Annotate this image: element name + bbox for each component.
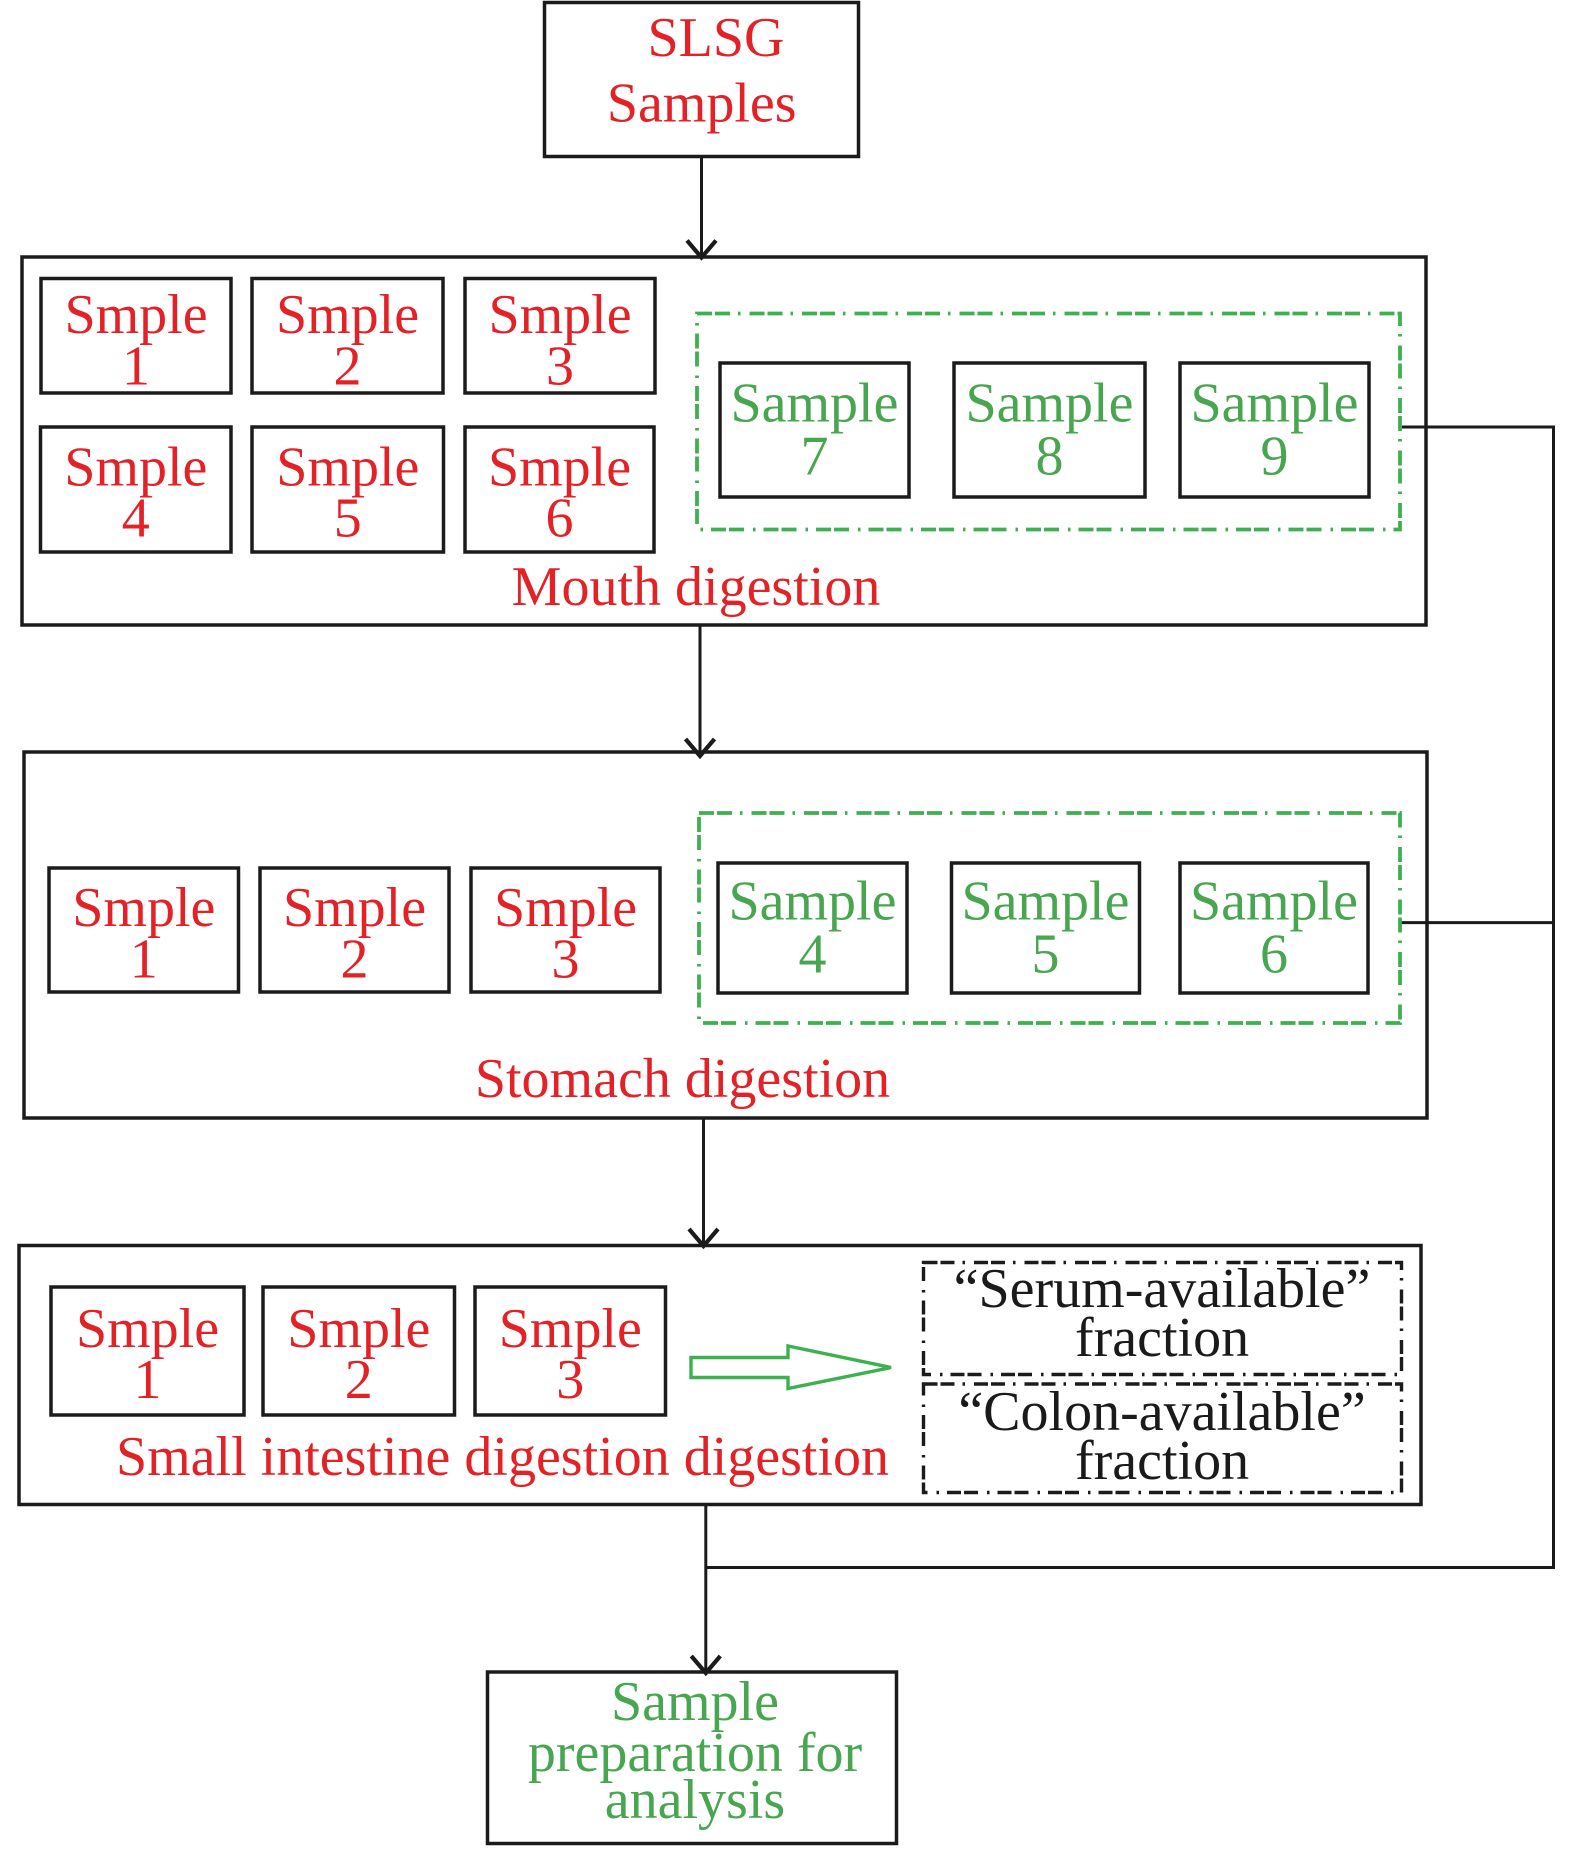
svg-text:Samples: Samples <box>607 72 797 134</box>
svg-text:Smple: Smple <box>494 877 637 939</box>
svg-text:6: 6 <box>546 488 574 550</box>
svg-text:Sample: Sample <box>962 871 1130 933</box>
svg-text:Stomach digestion: Stomach digestion <box>475 1048 890 1110</box>
svg-text:1: 1 <box>130 929 158 991</box>
svg-text:Sample: Sample <box>731 373 899 435</box>
svg-text:Smple: Smple <box>287 1298 430 1360</box>
svg-text:Smple: Smple <box>76 1298 219 1360</box>
svg-text:Smple: Smple <box>276 437 419 499</box>
svg-text:“Serum-available”: “Serum-available” <box>954 1258 1371 1320</box>
svg-text:4: 4 <box>799 924 827 986</box>
svg-text:Smple: Smple <box>499 1298 642 1360</box>
svg-text:2: 2 <box>334 336 362 398</box>
svg-text:fraction: fraction <box>1075 1430 1249 1492</box>
svg-text:3: 3 <box>552 929 580 991</box>
svg-text:5: 5 <box>1032 924 1060 986</box>
svg-text:Smple: Smple <box>276 284 419 346</box>
svg-text:8: 8 <box>1036 426 1064 488</box>
svg-text:6: 6 <box>1260 924 1288 986</box>
svg-text:Sample: Sample <box>1190 871 1358 933</box>
svg-text:Sample: Sample <box>966 373 1134 435</box>
svg-text:Mouth digestion: Mouth digestion <box>512 556 881 618</box>
svg-text:5: 5 <box>334 488 362 550</box>
svg-text:Smple: Smple <box>64 284 207 346</box>
svg-text:3: 3 <box>556 1349 584 1411</box>
svg-text:Smple: Smple <box>64 437 207 499</box>
svg-text:Sample: Sample <box>1191 373 1359 435</box>
svg-text:3: 3 <box>546 336 574 398</box>
svg-text:7: 7 <box>801 426 829 488</box>
svg-text:fraction: fraction <box>1075 1307 1249 1369</box>
svg-text:2: 2 <box>345 1349 373 1411</box>
svg-text:analysis: analysis <box>605 1769 785 1831</box>
svg-text:SLSG: SLSG <box>648 7 785 69</box>
svg-text:Sample: Sample <box>611 1671 779 1733</box>
svg-text:Small intestine digestion dige: Small intestine digestion digestion <box>116 1426 889 1488</box>
svg-text:Smple: Smple <box>488 437 631 499</box>
svg-text:4: 4 <box>122 488 150 550</box>
svg-text:preparation for: preparation for <box>528 1722 863 1784</box>
svg-text:2: 2 <box>341 929 369 991</box>
svg-text:Smple: Smple <box>283 877 426 939</box>
svg-text:Sample: Sample <box>729 871 897 933</box>
svg-text:9: 9 <box>1261 426 1289 488</box>
svg-text:Smple: Smple <box>488 284 631 346</box>
svg-text:1: 1 <box>122 336 150 398</box>
svg-text:“Colon-available”: “Colon-available” <box>958 1381 1365 1443</box>
svg-text:Smple: Smple <box>72 877 215 939</box>
svg-text:1: 1 <box>134 1349 162 1411</box>
